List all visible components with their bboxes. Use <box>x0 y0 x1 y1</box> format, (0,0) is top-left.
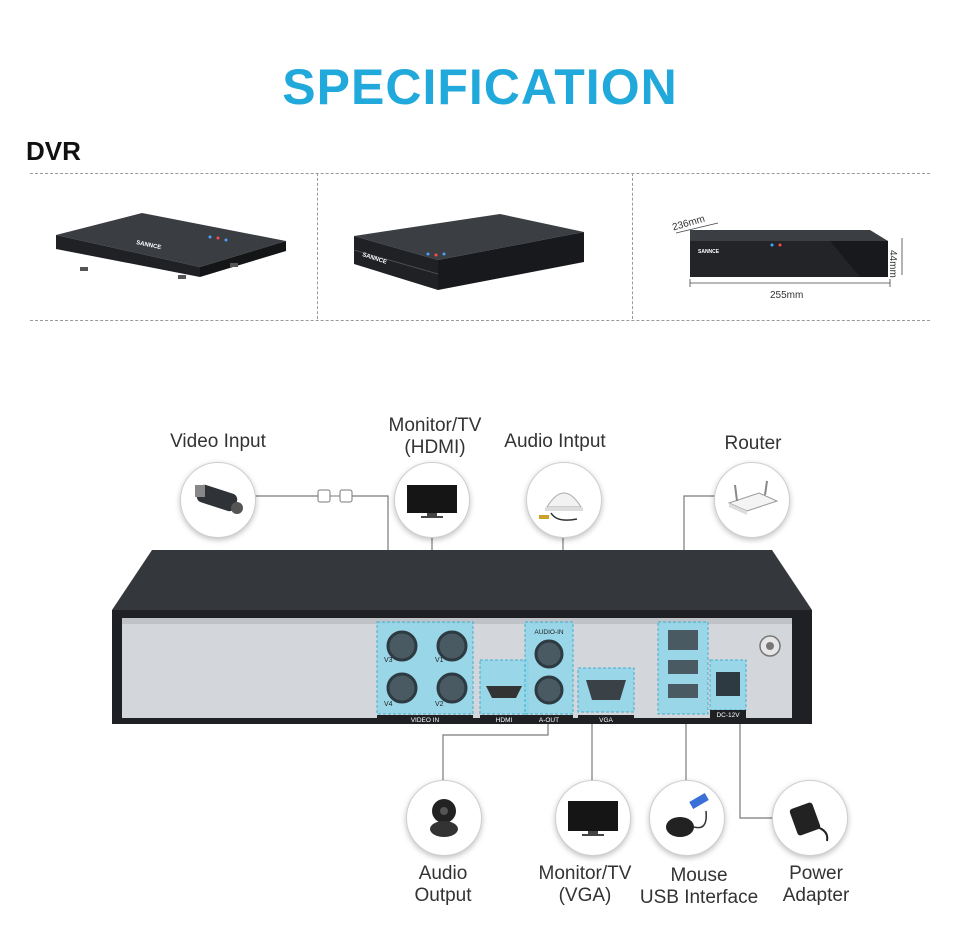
page-title: SPECIFICATION <box>282 59 678 115</box>
microphone-icon <box>539 492 583 521</box>
caption-router: Router <box>724 433 782 454</box>
port-label-v3: V3 <box>384 657 393 664</box>
audio-input-circle <box>526 462 602 538</box>
dvr-dimension-view: SANNCE <box>675 222 903 287</box>
audio-output-circle <box>406 780 482 856</box>
brand-logo: SANNCE <box>698 249 720 255</box>
power-adapter-circle <box>772 780 848 856</box>
caption-monitor-vga: Monitor/TV (VGA) <box>538 863 632 906</box>
port-label-v4: V4 <box>384 701 393 708</box>
port-label-video-in: VIDEO IN <box>411 717 440 724</box>
port-label-dc: DC-12V <box>716 712 740 719</box>
dvr-rear-panel: V3 V1 V4 V2 VIDEO IN HDMI AUDIO-IN A-OUT… <box>112 550 812 724</box>
port-label-hdmi: HDMI <box>496 717 513 724</box>
monitor-hdmi-circle <box>394 462 470 538</box>
dimension-width: 255mm <box>770 290 804 301</box>
mouse-circle <box>649 780 725 856</box>
port-label-audio-in: AUDIO-IN <box>534 629 564 636</box>
port-label-v2: V2 <box>435 701 444 708</box>
caption-monitor-hdmi: Monitor/TV (HDMI) <box>388 415 482 458</box>
caption-audio-input: Audio Intput <box>504 431 606 452</box>
port-label-a-out: A-OUT <box>539 717 559 724</box>
monitor-vga-circle <box>555 780 631 856</box>
caption-mouse: Mouse USB Interface <box>639 865 759 908</box>
monitor-icon <box>407 485 457 518</box>
speaker-icon <box>430 799 458 837</box>
dvr-front-left-view: SANNCE <box>56 213 286 279</box>
product-views-panel <box>30 173 930 321</box>
power-adapter-icon <box>789 802 829 842</box>
caption-power-adapter: Power Adapter <box>782 863 850 906</box>
views-divider <box>317 173 318 319</box>
port-label-vga: VGA <box>599 717 613 724</box>
router-icon <box>727 480 779 515</box>
camera-icon <box>195 484 243 514</box>
section-label-dvr: DVR <box>26 136 81 166</box>
brand-logo: SANNCE <box>136 240 162 251</box>
port-label-v1: V1 <box>435 657 444 664</box>
video-input-circle <box>180 462 256 538</box>
mouse-icon <box>666 793 709 837</box>
caption-video-input: Video Input <box>170 431 266 452</box>
monitor-icon <box>568 801 618 836</box>
caption-audio-output: Audio Output <box>414 863 472 906</box>
dvr-front-right-view: SANNCE <box>353 214 584 290</box>
views-divider <box>632 173 633 319</box>
router-circle <box>714 462 790 538</box>
